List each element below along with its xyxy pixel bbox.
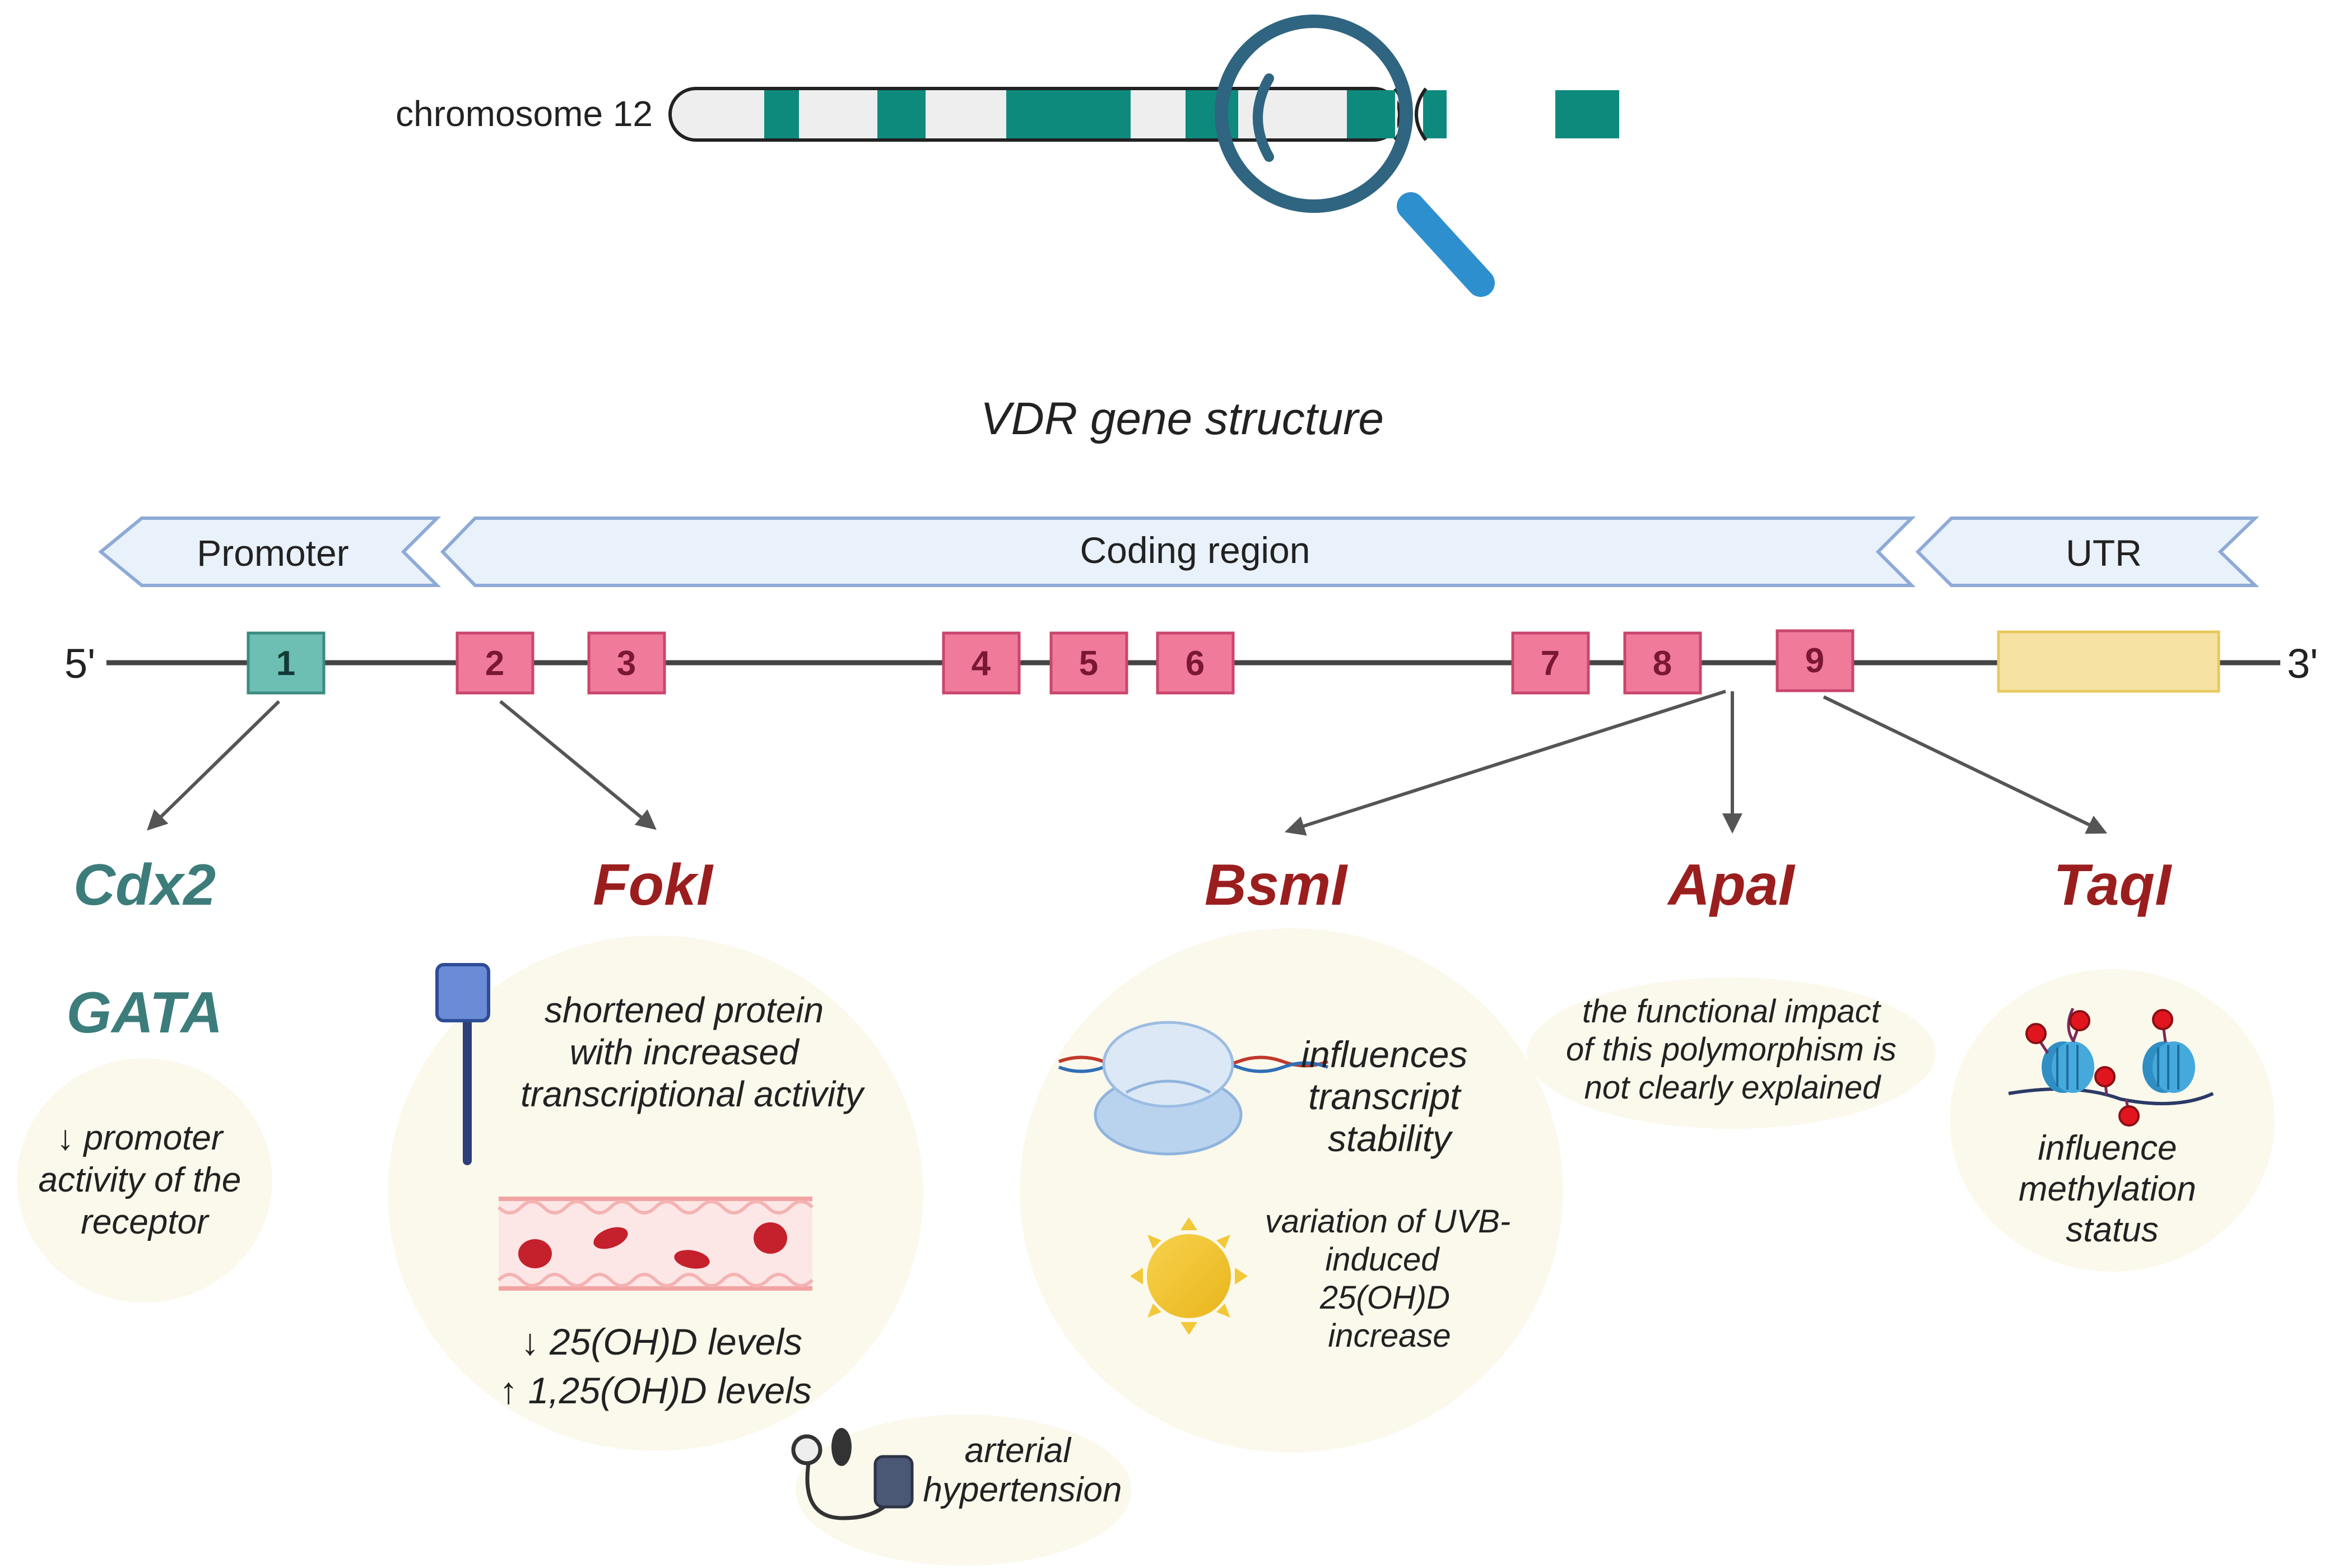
methyl-group-icon — [2025, 1023, 2047, 1044]
note-promoter-activity: ↓ promoter activity of the receptor — [38, 1119, 250, 1241]
note-uvb: variation of UVB- induced 25(OH)D increa… — [1265, 1203, 1520, 1354]
methyl-group-icon — [2152, 1009, 2173, 1030]
five-prime-label: 5' — [64, 640, 95, 687]
chromosome-12 — [668, 87, 1619, 142]
region-utr-label: UTR — [2066, 532, 2142, 574]
exon-label: 5 — [1079, 644, 1098, 683]
exon-6: 6 — [1156, 631, 1235, 695]
exon-label: 2 — [485, 644, 504, 683]
nucleosome-methylation-icon — [2008, 1007, 2214, 1127]
exon-label: 6 — [1186, 644, 1205, 683]
arrow-taql — [1823, 695, 2108, 834]
exon-3: 3 — [587, 631, 666, 695]
utr-exon — [1997, 630, 2220, 693]
pointer-arrows — [147, 690, 2108, 836]
three-prime-label: 3' — [2287, 640, 2318, 687]
region-coding-label: Coding region — [1080, 529, 1310, 571]
chromosome-band — [1006, 90, 1131, 138]
region-coding: Coding region — [440, 517, 1916, 587]
region-utr: UTR — [1915, 517, 2260, 587]
exon-5: 5 — [1049, 631, 1128, 695]
exon-8: 8 — [1623, 631, 1702, 695]
chromosome-band — [877, 90, 926, 138]
red-blood-cell-icon — [593, 1227, 628, 1249]
arrow-cdx2 — [147, 700, 281, 831]
exon-label: 1 — [276, 644, 295, 683]
note-functional-impact: the functional impact of this polymorphi… — [1566, 993, 1905, 1106]
red-blood-cell-icon — [754, 1222, 787, 1254]
region-promoter: Promoter — [98, 517, 441, 587]
blood-pressure-icon — [791, 1428, 914, 1520]
note-transcript-stability: influences transcript stability — [1301, 1034, 1478, 1159]
sun-icon — [1130, 1217, 1248, 1335]
red-blood-cell-icon — [518, 1239, 552, 1268]
exon-label: 7 — [1541, 644, 1560, 683]
region-promoter-label: Promoter — [197, 532, 348, 574]
note-hypertension: arterial hypertension — [923, 1431, 1122, 1509]
chromosome-band — [764, 90, 799, 138]
bubble-hypertension — [796, 1415, 1132, 1566]
note-levels: ↓ 25(OH)D levels ↑ 1,25(OH)D levels — [499, 1321, 812, 1411]
exon-2: 2 — [455, 631, 534, 695]
exon-label: 3 — [617, 644, 636, 683]
exon-1: 1 — [247, 631, 326, 695]
exon-label: 4 — [972, 644, 991, 683]
exon-9: 9 — [1775, 629, 1854, 692]
bubble-fokl — [388, 936, 923, 1451]
blood-vessel-icon — [497, 1197, 814, 1291]
ribosome-mrna-icon — [1058, 1021, 1329, 1156]
shortened-protein-icon — [435, 963, 490, 1165]
methyl-group-icon — [2118, 1105, 2140, 1127]
chromosome-label: chromosome 12 — [396, 94, 653, 134]
bubble-bsml — [1020, 928, 1563, 1453]
bubble-apal — [1527, 978, 1936, 1129]
exon-label: 8 — [1653, 644, 1672, 683]
diagram-title: VDR gene structure — [980, 393, 1384, 444]
exon-4: 4 — [942, 631, 1021, 695]
polymorphism-gata: GATA — [66, 980, 222, 1045]
magnifier-icon — [1215, 15, 1495, 297]
polymorphism-apal: ApaI — [1666, 853, 1795, 918]
arrow-bsml — [1284, 690, 1726, 836]
red-blood-cell-icon — [674, 1250, 710, 1269]
polymorphism-cdx2: Cdx2 — [73, 853, 216, 918]
polymorphism-fokl: FokI — [593, 853, 714, 918]
chromosome-band — [1423, 90, 1447, 138]
chromosome-band — [1555, 90, 1619, 138]
arrow-fokl — [499, 700, 657, 830]
chromosome-band — [1186, 90, 1238, 138]
polymorphism-bsml: BsmI — [1205, 853, 1348, 918]
bubble-cdx2 — [17, 1058, 272, 1302]
note-methylation: influence methylation status — [2019, 1129, 2206, 1249]
polymorphism-taql: TaqI — [2053, 853, 2172, 918]
methyl-group-icon — [2069, 1010, 2090, 1031]
bubble-taql — [1950, 969, 2275, 1272]
exon-7: 7 — [1511, 631, 1590, 695]
note-shortened-protein: shortened protein with increased transcr… — [520, 990, 866, 1114]
exon-label: 9 — [1805, 641, 1824, 680]
methyl-group-icon — [2094, 1066, 2116, 1087]
